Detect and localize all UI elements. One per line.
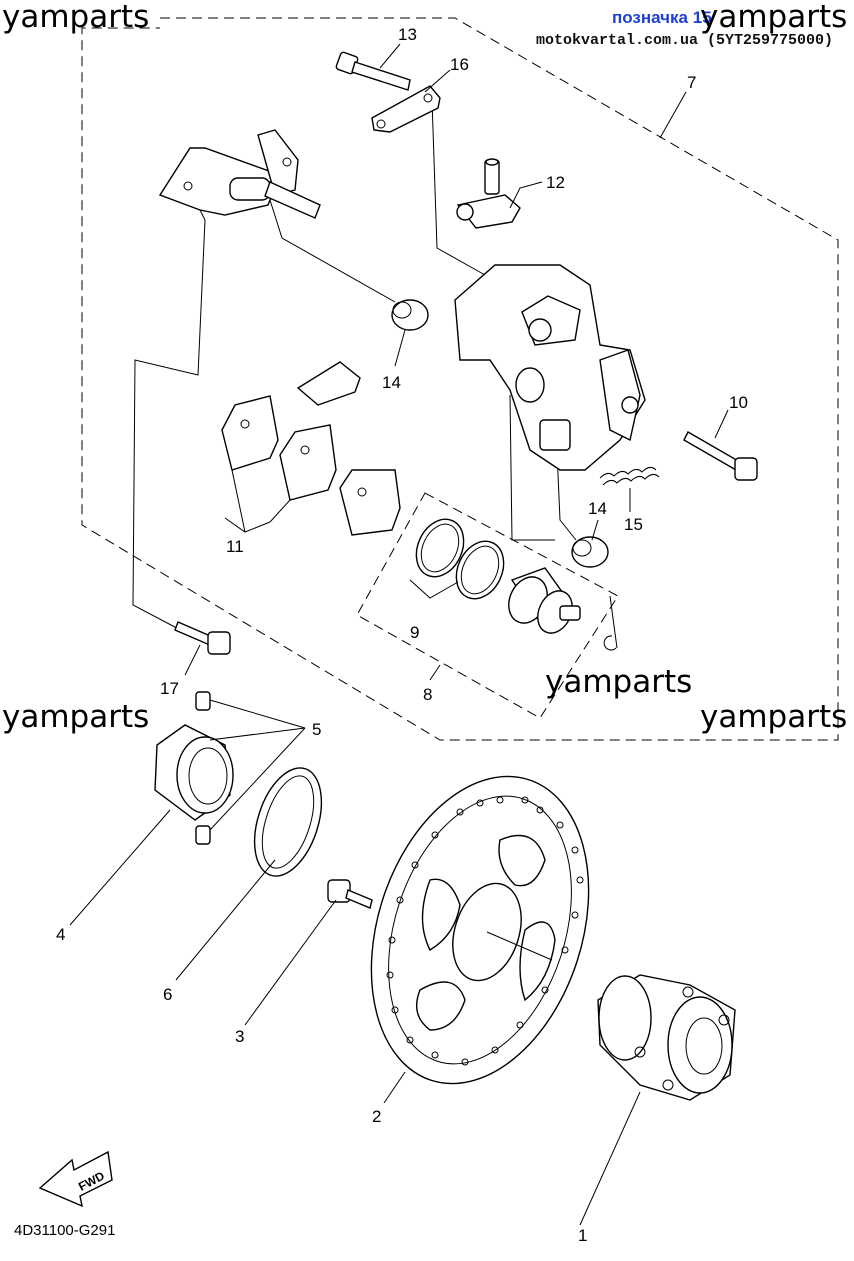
piston-kit-boundary (356, 492, 619, 719)
callout-8: 8 (423, 685, 432, 704)
hub-1 (597, 974, 736, 1101)
callout-9: 9 (410, 623, 419, 642)
piston (508, 567, 581, 634)
disc-bolt-3 (327, 879, 373, 909)
piston-seals-9 (415, 518, 505, 600)
caliper-bracket (158, 129, 321, 219)
caliper-body (454, 264, 646, 471)
bleed-screw-12 (456, 158, 521, 229)
circlip (603, 635, 617, 651)
callout-7: 7 (687, 73, 696, 92)
callout-15: 15 (624, 515, 643, 534)
brake-pad-11-outer (221, 395, 279, 471)
pad-retainer (296, 361, 361, 406)
lead-lines-5 (209, 699, 306, 831)
callout-5: 5 (312, 720, 321, 739)
watermark-top-right: yamparts (700, 0, 847, 35)
watermark-left: yamparts (2, 699, 149, 735)
header-tag: позначка 15 (612, 8, 712, 27)
watermark-right: yamparts (700, 699, 847, 735)
guide-lines (132, 99, 618, 649)
callout-10: 10 (729, 393, 748, 412)
callout-13: 13 (398, 25, 417, 44)
caliper-bolt-13 (335, 51, 411, 91)
pin-boot-14-lower (571, 536, 609, 568)
spring-15 (599, 466, 660, 486)
callout-6: 6 (163, 985, 172, 1004)
watermark-center: yamparts (545, 664, 692, 700)
bracket-plate-16 (371, 85, 441, 133)
callout-14-upper: 14 (382, 373, 401, 392)
diagram-code: 4D31100-G291 (14, 1222, 115, 1239)
header-url: motokvartal.com.ua (5YT259775000) (536, 32, 833, 49)
bolt-10 (683, 431, 758, 481)
callout-3: 3 (235, 1027, 244, 1046)
pad-shim (339, 469, 401, 536)
callout-12: 12 (546, 173, 565, 192)
callout-1: 1 (578, 1226, 587, 1245)
brake-disc-2 (370, 775, 590, 1085)
brake-pad-11-inner (279, 424, 337, 501)
pin-boot-14-upper (391, 299, 429, 331)
set-screw-5-bottom (195, 825, 211, 845)
fwd-arrow-icon: FWD (38, 1150, 113, 1208)
caliper-assembly-boundary (81, 17, 839, 741)
watermark-top-left: yamparts (2, 0, 149, 35)
callout-16: 16 (450, 55, 469, 74)
lead-lines (69, 43, 729, 1226)
set-screw-5-top (195, 691, 211, 711)
callout-11: 11 (226, 537, 244, 556)
callout-14-lower: 14 (588, 499, 607, 518)
callout-17: 17 (160, 679, 179, 698)
callout-2: 2 (372, 1107, 381, 1126)
bolt-17 (174, 621, 231, 655)
washer-6 (253, 767, 323, 877)
callout-4: 4 (56, 925, 65, 944)
collar-4 (154, 724, 234, 821)
